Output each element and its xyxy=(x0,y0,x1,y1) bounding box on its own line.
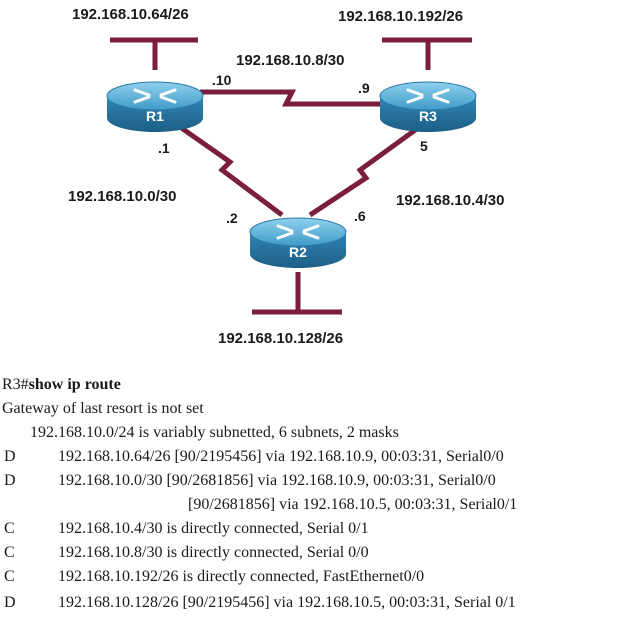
route-code: D xyxy=(4,594,16,611)
topology-diagram xyxy=(106,37,477,315)
interface-label-r2-to-r3: .6 xyxy=(354,208,366,224)
serial-link-r1-r3 xyxy=(200,89,382,107)
route-code: C xyxy=(4,568,15,585)
interface-label-r3-to-r1: .9 xyxy=(358,80,370,96)
interface-label-r3-to-r2: 5 xyxy=(420,138,428,154)
interface-label-r1-to-r2: .1 xyxy=(158,140,170,156)
terminal-prompt-line: R3#show ip route xyxy=(2,376,121,394)
route-text: 192.168.10.4/30 is directly connected, S… xyxy=(58,520,369,537)
route-text: [90/2681856] via 192.168.10.5, 00:03:31,… xyxy=(188,496,518,513)
route-text: 192.168.10.128/26 [90/2195456] via 192.1… xyxy=(58,594,516,611)
r1-lan-segment xyxy=(110,37,198,70)
route-text: 192.168.10.0/30 [90/2681856] via 192.168… xyxy=(58,472,496,489)
serial-link-r1-r2 xyxy=(168,117,284,217)
network-label-r1-r3: 192.168.10.8/30 xyxy=(236,52,345,69)
route-code: C xyxy=(4,520,15,537)
network-label-r1-r2: 192.168.10.0/30 xyxy=(68,188,177,205)
r2-lan-segment xyxy=(252,272,342,315)
terminal-summary-line: 192.168.10.0/24 is variably subnetted, 6… xyxy=(30,424,399,441)
terminal-command: show ip route xyxy=(28,376,121,393)
router-r2 xyxy=(249,217,347,268)
route-text: 192.168.10.64/26 [90/2195456] via 192.16… xyxy=(58,448,504,465)
route-code: C xyxy=(4,544,15,561)
network-label-r2-lan: 192.168.10.128/26 xyxy=(218,330,344,347)
router-r3 xyxy=(379,81,477,132)
network-label-r1-lan: 192.168.10.64/26 xyxy=(72,6,189,23)
terminal-gateway-line: Gateway of last resort is not set xyxy=(2,400,204,417)
network-label-r3-lan: 192.168.10.192/26 xyxy=(338,8,464,25)
router-r2-label: R2 xyxy=(289,244,307,260)
interface-label-r1-to-r3: .10 xyxy=(212,72,232,88)
interface-label-r2-to-r1: .2 xyxy=(226,210,238,226)
route-code: D xyxy=(4,448,16,465)
network-label-r3-r2: 192.168.10.4/30 xyxy=(396,192,505,209)
route-text: 192.168.10.192/26 is directly connected,… xyxy=(58,568,425,585)
route-code: D xyxy=(4,472,16,489)
terminal-prompt: R3# xyxy=(2,376,29,393)
router-r3-label: R3 xyxy=(419,108,437,124)
route-text: 192.168.10.8/30 is directly connected, S… xyxy=(58,544,369,561)
serial-link-r3-r2 xyxy=(308,125,420,218)
router-r1 xyxy=(106,81,204,132)
router-r1-label: R1 xyxy=(146,108,164,124)
r3-lan-segment xyxy=(382,37,472,70)
